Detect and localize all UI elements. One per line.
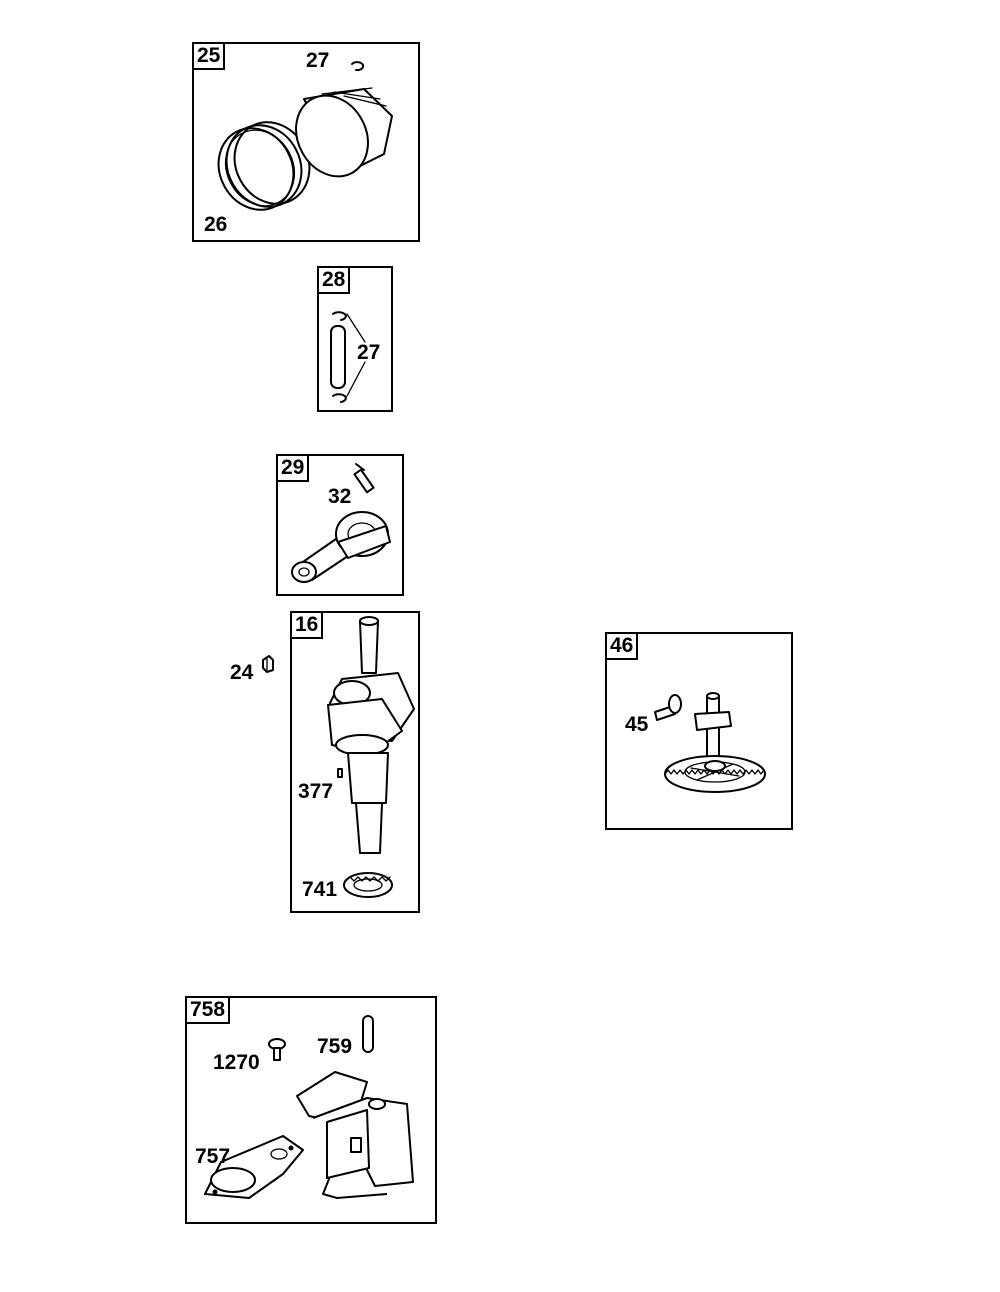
connecting-rod-illustration	[291, 463, 391, 583]
callout-label: 759	[317, 1035, 353, 1058]
callout-label: 45	[625, 713, 649, 736]
panel-piston-assembly: 25 27 26	[192, 42, 420, 242]
panel-part-number: 29	[278, 456, 310, 482]
panel-part-number: 758	[187, 998, 231, 1024]
panel-part-number: 46	[607, 634, 639, 660]
panel-connecting-rod: 29 32	[276, 454, 404, 596]
panel-part-number: 25	[194, 44, 226, 70]
camshaft-illustration	[654, 692, 766, 793]
panel-crankshaft: 16 377 741	[290, 611, 420, 913]
panel-piston-pin: 28 27	[317, 266, 393, 412]
bracket-illustration	[204, 1015, 414, 1199]
callout-label: 27	[306, 49, 330, 72]
callout-label: 26	[204, 213, 228, 236]
crankshaft-illustration	[327, 616, 415, 898]
callout-label: 24	[230, 661, 254, 684]
panel-part-number: 28	[319, 268, 351, 294]
piston-rings-illustration	[217, 61, 393, 211]
panel-camshaft: 46 45	[605, 632, 793, 830]
panel-part-number: 16	[292, 613, 324, 639]
callout-label: 32	[328, 485, 352, 508]
key-icon	[262, 655, 274, 673]
callout-label: 377	[298, 780, 334, 803]
callout-label: 27	[357, 341, 381, 364]
piston-pin-illustration	[330, 311, 366, 403]
callout-label: 741	[302, 878, 338, 901]
callout-label: 757	[195, 1145, 231, 1168]
callout-label: 1270	[213, 1051, 260, 1074]
panel-governor-bracket: 758 1270 759 757	[185, 996, 437, 1224]
